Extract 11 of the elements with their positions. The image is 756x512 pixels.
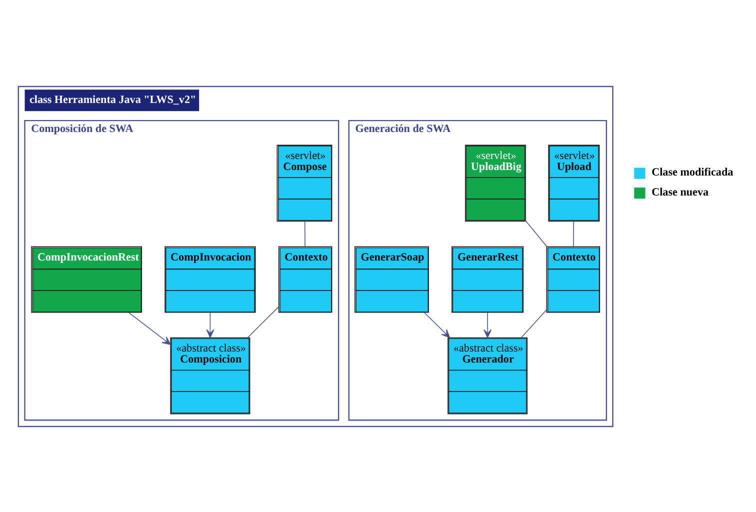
connector bbox=[247, 306, 279, 338]
arrow bbox=[424, 312, 450, 338]
connector bbox=[525, 220, 548, 246]
legend-label: Clase nueva bbox=[652, 186, 709, 198]
arrow bbox=[206, 312, 214, 338]
connector bbox=[573, 220, 574, 246]
arrow bbox=[484, 312, 492, 338]
connector bbox=[521, 308, 547, 338]
connector bbox=[304, 220, 306, 246]
legend-label: Clase modificada bbox=[652, 166, 734, 178]
arrow bbox=[128, 312, 171, 344]
